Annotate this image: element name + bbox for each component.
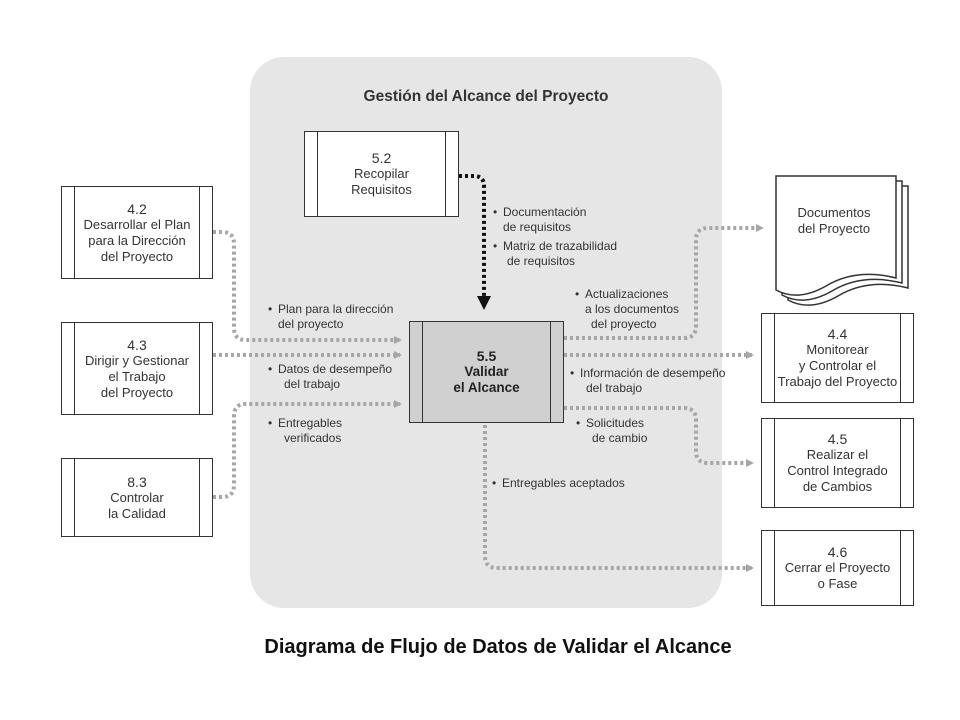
process-number: 8.3 — [127, 473, 147, 490]
label-solicitudes-cambio: •Solicitudes de cambio — [576, 416, 648, 445]
process-label-line: y Controlar el — [798, 358, 877, 373]
flow-entregables-aceptados — [483, 425, 754, 572]
process-number: 4.6 — [827, 544, 848, 560]
documents-label-line: Documentos — [797, 205, 871, 220]
process-label-line: Controlar — [110, 489, 164, 505]
process-label-line: Control Integrado — [787, 463, 888, 478]
process-5-2[interactable]: 5.2 Recopilar Requisitos — [304, 131, 459, 217]
process-4-4[interactable]: 4.4 Monitorear y Controlar el Trabajo de… — [761, 313, 914, 403]
process-label-line: el Alcance — [453, 380, 520, 395]
bullet: • — [268, 362, 273, 376]
process-8-3[interactable]: 8.3 Controlar la Calidad — [61, 458, 213, 537]
flow-requisitos — [459, 174, 491, 310]
bullet: • — [576, 416, 581, 430]
label-actualizaciones: •Actualizaciones a los documentos del pr… — [575, 287, 680, 331]
bullet: • — [570, 366, 575, 380]
process-label-line: el Trabajo — [108, 368, 166, 384]
flow-entregables-verificados — [213, 400, 402, 499]
process-label-line: Realizar el — [806, 447, 869, 462]
process-number: 4.5 — [827, 431, 848, 447]
process-label-line: Desarrollar el Plan — [83, 216, 191, 232]
process-label-line: Trabajo del Proyecto — [777, 374, 898, 389]
process-number: 4.4 — [827, 326, 848, 342]
region-title: Gestión del Alcance del Proyecto — [363, 88, 609, 105]
bullet: • — [493, 239, 498, 253]
process-label-line: de Cambios — [802, 479, 873, 494]
label-informacion-desempeno: •Información de desempeño del trabajo — [570, 366, 726, 395]
process-label-line: Dirigir y Gestionar — [84, 352, 190, 368]
bullet: • — [492, 476, 497, 490]
process-number: 5.2 — [371, 150, 392, 166]
process-number: 5.5 — [476, 348, 497, 364]
process-label-line: Cerrar el Proyecto — [784, 560, 891, 575]
process-label-line: Requisitos — [351, 182, 412, 197]
process-label-line: Monitorear — [806, 342, 869, 357]
label-entregables-aceptados: •Entregables aceptados — [492, 476, 625, 490]
documents-label[interactable]: Documentos del Proyecto — [780, 205, 888, 237]
process-number: 4.3 — [127, 336, 147, 353]
documents-stack-icon — [775, 175, 909, 306]
label-documentacion-requisitos: •Documentación de requisitos — [493, 205, 587, 234]
label-datos-desempeno: •Datos de desempeño del trabajo — [268, 362, 393, 391]
label-entregables-verificados: •Entregables verificados — [268, 416, 343, 445]
process-label-line: del Proyecto — [100, 248, 174, 264]
process-label-line: o Fase — [817, 576, 858, 591]
process-4-3[interactable]: 4.3 Dirigir y Gestionar el Trabajo del P… — [61, 322, 213, 415]
process-5-5[interactable]: 5.5 Validar el Alcance — [409, 321, 564, 423]
process-label-line: del Proyecto — [100, 384, 174, 400]
bullet: • — [575, 287, 580, 301]
process-label-line: Recopilar — [354, 166, 409, 181]
label-plan-direccion: •Plan para la dirección del proyecto — [268, 302, 394, 331]
bullet: • — [268, 416, 273, 430]
bullet: • — [493, 205, 498, 219]
process-label-line: la Calidad — [108, 505, 166, 521]
flow-actualizaciones — [564, 224, 764, 340]
process-4-2[interactable]: 4.2 Desarrollar el Plan para la Direcció… — [61, 186, 213, 279]
process-4-6[interactable]: 4.6 Cerrar el Proyecto o Fase — [761, 530, 914, 606]
diagram-caption: Diagrama de Flujo de Datos de Validar el… — [264, 636, 732, 658]
bullet: • — [268, 302, 273, 316]
process-label-line: Validar — [464, 364, 509, 379]
flow-plan — [213, 230, 402, 344]
process-label-line: para la Dirección — [88, 232, 186, 248]
process-number: 4.2 — [127, 200, 147, 217]
documents-label-line: del Proyecto — [797, 221, 871, 236]
label-matriz-trazabilidad: •Matriz de trazabilidad de requisitos — [493, 239, 618, 268]
process-4-5[interactable]: 4.5 Realizar el Control Integrado de Cam… — [761, 418, 914, 508]
